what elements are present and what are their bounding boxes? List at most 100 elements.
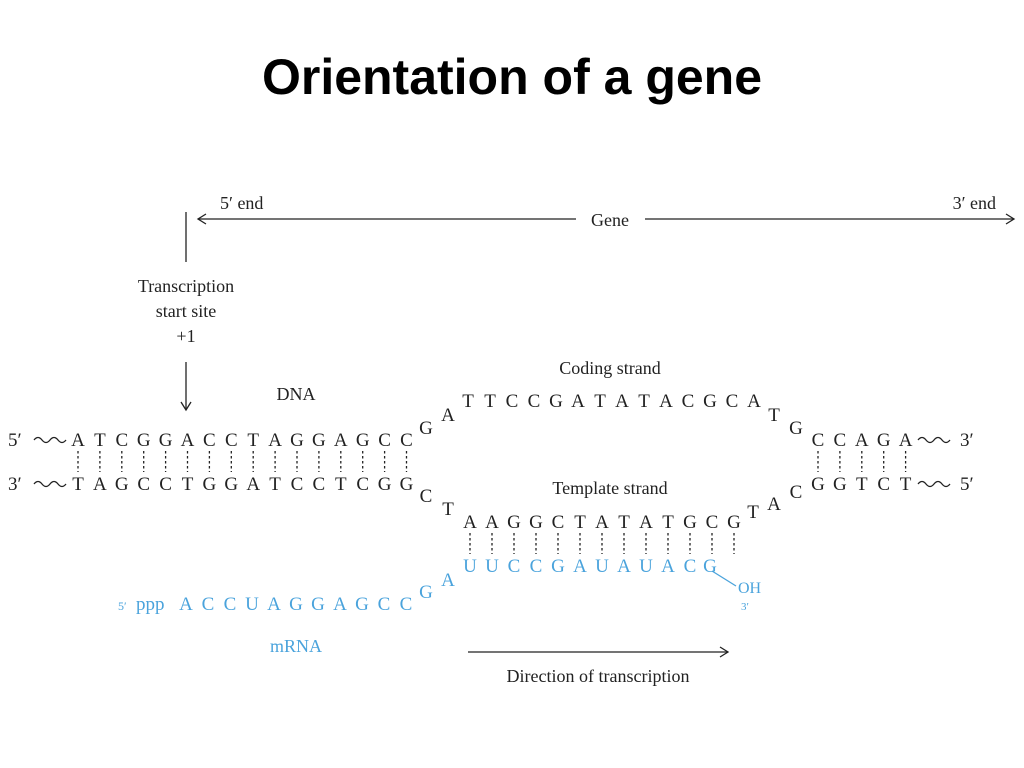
dna-base: C: [356, 474, 369, 495]
dna-base: G: [419, 418, 433, 439]
dna-base: T: [269, 474, 281, 495]
dna-base: T: [638, 391, 650, 412]
mrna-base: U: [485, 556, 499, 577]
top-strand-5-prime-label: 5′: [8, 430, 22, 451]
dna-base: C: [552, 512, 565, 533]
bottom-strand-5-prime-label: 5′: [960, 474, 974, 495]
dna-base: T: [747, 502, 759, 523]
dna-base: C: [137, 474, 150, 495]
dna-base: T: [618, 512, 630, 533]
bottom-strand-3-prime-label: 3′: [8, 474, 22, 495]
dna-base: C: [877, 474, 890, 495]
dna-base: C: [159, 474, 172, 495]
gene-span-arrow: [196, 213, 1016, 225]
bottom-right-wavy-tail: [917, 480, 951, 488]
dna-base: C: [203, 430, 216, 451]
mrna-base: C: [202, 594, 215, 615]
mrna-base: A: [267, 594, 281, 615]
dna-base: G: [356, 430, 370, 451]
dna-base: A: [463, 512, 477, 533]
dna-base: G: [137, 430, 151, 451]
dna-base: T: [768, 405, 780, 426]
dna-base: T: [442, 499, 454, 520]
dna-base: A: [855, 430, 869, 451]
dna-base: C: [528, 391, 541, 412]
dna-base: G: [877, 430, 891, 451]
dna-base: G: [159, 430, 173, 451]
mrna-base: A: [573, 556, 587, 577]
mrna-base: C: [530, 556, 543, 577]
template-strand-label: Template strand: [552, 478, 667, 498]
top-left-wavy-tail: [33, 436, 67, 444]
mrna-3-prime-label: 3′: [741, 601, 749, 613]
dna-base: C: [812, 430, 825, 451]
bottom-left-wavy-tail: [33, 480, 67, 488]
dna-label: DNA: [277, 384, 316, 404]
dna-base: C: [115, 430, 128, 451]
dna-base: C: [378, 430, 391, 451]
dna-base: A: [268, 430, 282, 451]
dna-base: T: [662, 512, 674, 533]
dna-base: G: [703, 391, 717, 412]
left-duplex-base-pairs: [77, 451, 408, 472]
dna-base: A: [899, 430, 913, 451]
coding-strand-label: Coding strand: [559, 358, 661, 378]
dna-base: T: [574, 512, 586, 533]
dna-base: G: [312, 430, 326, 451]
mrna-base: C: [684, 556, 697, 577]
dna-base: A: [659, 391, 673, 412]
five-end-label: 5′ end: [220, 193, 263, 213]
direction-arrow-head: [719, 646, 730, 658]
dna-base: C: [682, 391, 695, 412]
dna-base: G: [507, 512, 521, 533]
dna-base: A: [93, 474, 107, 495]
dna-base: A: [767, 494, 781, 515]
dna-base: A: [71, 430, 85, 451]
dna-base: G: [789, 418, 803, 439]
dna-base: T: [94, 430, 106, 451]
tss-label-line1: Transcription: [138, 276, 234, 296]
mrna-base: G: [311, 594, 325, 615]
rna-dna-hybrid-pairs: [469, 533, 735, 554]
direction-label: Direction of transcription: [507, 666, 690, 686]
gene-arrow-left-head: [196, 213, 207, 225]
mrna-base: G: [289, 594, 303, 615]
mrna-oh-label: OH: [738, 580, 762, 597]
dna-base: C: [420, 486, 433, 507]
gene-arrow-right-head: [1005, 213, 1016, 225]
dna-base: T: [900, 474, 912, 495]
dna-base: G: [811, 474, 825, 495]
dna-base: A: [595, 512, 609, 533]
mrna-base: G: [355, 594, 369, 615]
mrna-oh-connector: [711, 570, 737, 587]
dna-base: G: [290, 430, 304, 451]
mrna-base: U: [463, 556, 477, 577]
dna-base: A: [181, 430, 195, 451]
three-end-label: 3′ end: [953, 193, 996, 213]
dna-base: T: [594, 391, 606, 412]
dna-base: C: [790, 482, 803, 503]
dna-base: G: [115, 474, 129, 495]
dna-base: G: [549, 391, 563, 412]
dna-base: C: [834, 430, 847, 451]
tss-label-line2: start site: [156, 301, 217, 321]
top-right-wavy-tail: [917, 436, 951, 444]
dna-base: A: [441, 405, 455, 426]
dna-base: C: [291, 474, 304, 495]
dna-base: T: [72, 474, 84, 495]
dna-base: G: [378, 474, 392, 495]
dna-base: A: [246, 474, 260, 495]
dna-base: G: [683, 512, 697, 533]
slide-title: Orientation of a gene: [261, 49, 763, 105]
mrna-base: C: [224, 594, 237, 615]
dna-base: C: [225, 430, 238, 451]
dna-base: A: [571, 391, 585, 412]
dna-base: C: [706, 512, 719, 533]
right-duplex-base-pairs: [817, 451, 907, 472]
